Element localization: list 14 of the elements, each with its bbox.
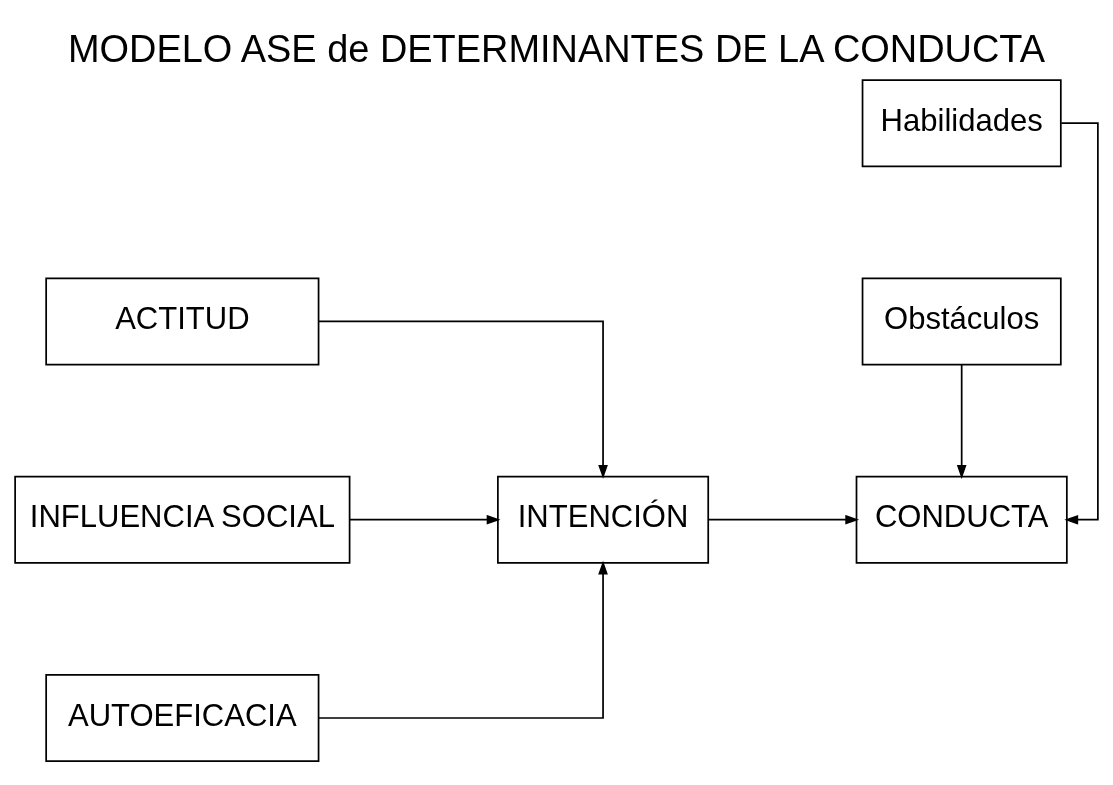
- arrow: [1060, 121, 1099, 525]
- arrow: [348, 514, 501, 525]
- arrow: [318, 560, 608, 719]
- arrow: [707, 514, 860, 525]
- node-box: ACTITUD: [45, 276, 320, 365]
- node-box: Obstáculos: [861, 276, 1062, 365]
- node-box: CONDUCTA: [855, 475, 1068, 564]
- node-box: Habilidades: [861, 78, 1062, 167]
- arrow: [956, 363, 967, 479]
- node-box: INFLUENCIA SOCIAL: [14, 475, 351, 564]
- diagram-title: MODELO ASE de DETERMINANTES DE LA CONDUCTA: [67, 27, 1046, 70]
- node-box: AUTOEFICACIA: [45, 673, 320, 762]
- arrow: [318, 320, 608, 479]
- node-box: INTENCIÓN: [497, 475, 710, 564]
